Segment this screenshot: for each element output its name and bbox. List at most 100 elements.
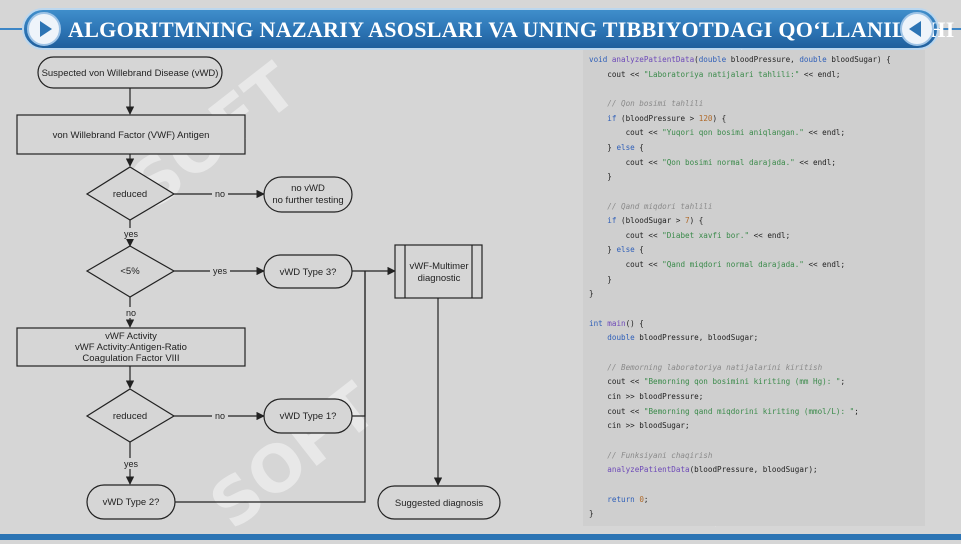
- code-token: [589, 216, 607, 225]
- code-token: [589, 333, 607, 342]
- code-token: cout <<: [589, 377, 644, 387]
- code-line: } else {: [589, 243, 644, 257]
- edge-label-yes: yes: [124, 229, 139, 239]
- code-token: "Bemorning qon bosimini kiriting (mm Hg)…: [643, 377, 841, 387]
- node-activity-ratio-label: vWF Activity:Antigen-Ratio: [75, 342, 187, 353]
- edge-type1-join: [352, 271, 366, 417]
- code-token: "Laboratoriya natijalari tahlili:": [643, 69, 800, 79]
- code-token: ) {: [712, 113, 727, 123]
- code-token: 120: [698, 113, 713, 123]
- code-token: cin >> bloodSugar;: [589, 421, 690, 431]
- node-no-vwd-sublabel: no further testing: [272, 195, 343, 206]
- node-multimer-label: vWF-Multimer: [409, 261, 468, 272]
- page-title: ALGORITMNING NAZARIY ASOSLARI VA UNING T…: [68, 17, 955, 42]
- node-type2-label: vWD Type 2?: [103, 497, 160, 508]
- code-line: analyzePatientData(bloodPressure, bloodS…: [589, 463, 817, 477]
- code-line: // Qon bosimi tahlili: [589, 97, 703, 111]
- code-line: if (bloodSugar > 7) {: [589, 214, 703, 228]
- play-right-icon: [40, 21, 52, 37]
- code-token: << endl;: [803, 260, 846, 270]
- code-line: cout << "Bemorning qon bosimini kiriting…: [589, 375, 845, 389]
- code-token: bloodPressure,: [726, 55, 800, 64]
- code-token: [589, 465, 607, 474]
- code-line: cout << "Bemorning qand miqdorini kiriti…: [589, 405, 859, 419]
- node-type1: [263, 398, 353, 434]
- node-suggested-diagnosis: [377, 485, 501, 520]
- code-token: }: [589, 289, 594, 299]
- code-token: }: [589, 274, 612, 284]
- code-token: << endl;: [794, 157, 836, 167]
- node-antigen-label: von Willebrand Factor (VWF) Antigen: [53, 130, 210, 141]
- code-token: double: [607, 333, 635, 343]
- code-panel: void analyzePatientData(double bloodPres…: [583, 50, 925, 526]
- edge-label-no: no: [215, 411, 225, 421]
- code-token: // Qon bosimi tahlili: [589, 98, 704, 108]
- code-line: cin >> bloodPressure;: [589, 390, 703, 404]
- code-line: int main() {: [589, 317, 644, 331]
- code-token: main: [607, 318, 626, 328]
- vwd-flowchart: no yes yes no no yes Suspected von Wille…: [16, 56, 501, 520]
- code-token: }: [589, 172, 612, 182]
- code-line: cout << "Diabet xavfi bor." << endl;: [589, 229, 791, 243]
- code-token: cout <<: [589, 128, 663, 138]
- code-line: // Qand miqdori tahlili: [589, 200, 712, 214]
- code-line: // Bemorning laboratoriya natijalarini k…: [589, 361, 822, 375]
- code-token: [589, 114, 607, 123]
- decision-reduced-1: [85, 166, 176, 221]
- code-token: // Qand miqdori tahlili: [589, 201, 713, 211]
- code-token: else: [616, 245, 635, 255]
- code-token: (bloodSugar >: [616, 216, 686, 226]
- code-token: int: [589, 318, 608, 328]
- code-line: return 0;: [589, 493, 648, 507]
- code-token: ;: [854, 406, 859, 416]
- code-token: if: [607, 216, 617, 226]
- code-token: "Yuqori qon bosimi aniqlangan.": [662, 128, 804, 138]
- code-token: (bloodPressure >: [616, 113, 699, 123]
- code-token: "Bemorning qand miqdorini kiriting (mmol…: [643, 406, 855, 416]
- code-line: cout << "Qand miqdori normal darajada." …: [589, 258, 845, 272]
- code-token: "Qand miqdori normal darajada.": [662, 260, 804, 270]
- decision-lt5: [85, 245, 176, 298]
- code-line: cout << "Qon bosimi normal darajada." <<…: [589, 156, 836, 170]
- code-token: void: [589, 55, 612, 64]
- flow-edges: [125, 88, 443, 503]
- code-line: }: [589, 287, 594, 301]
- code-token: [589, 495, 607, 504]
- node-no-vwd: [263, 176, 353, 213]
- decision-reduced-2: [85, 388, 176, 443]
- code-token: bloodSugar) {: [826, 55, 891, 64]
- code-line: cin >> bloodSugar;: [589, 419, 690, 433]
- code-token: double: [698, 55, 727, 64]
- code-line: cout << "Laboratoriya natijalari tahlili…: [589, 68, 840, 82]
- code-token: }: [589, 142, 617, 152]
- next-slide-button[interactable]: [900, 12, 934, 46]
- code-token: analyzePatientData: [607, 465, 690, 475]
- code-token: 7: [685, 216, 690, 226]
- code-line: }: [589, 273, 612, 287]
- decision-reduced-1-label: reduced: [113, 189, 147, 200]
- prev-slide-button[interactable]: [27, 12, 61, 46]
- code-line: cout << "Yuqori qon bosimi aniqlangan." …: [589, 126, 845, 140]
- code-token: cout <<: [589, 230, 663, 240]
- header-right-line: [937, 28, 961, 30]
- code-line: // Funksiyani chaqirish: [589, 449, 712, 463]
- code-token: analyzePatientData: [611, 55, 695, 64]
- code-token: return: [607, 494, 635, 504]
- code-line: }: [589, 507, 594, 521]
- code-token: cout <<: [589, 69, 644, 79]
- code-token: ) {: [689, 216, 704, 226]
- edge-label-no: no: [126, 308, 136, 318]
- code-token: double: [799, 55, 827, 64]
- code-token: {: [634, 142, 644, 152]
- node-start: [37, 56, 223, 89]
- node-suggested-label: Suggested diagnosis: [395, 498, 483, 509]
- node-factor-viii-label: Coagulation Factor VIII: [82, 353, 179, 364]
- node-activity-label: vWF Activity: [105, 331, 157, 342]
- node-activity-tests: [16, 327, 246, 367]
- code-token: "Diabet xavfi bor.": [662, 230, 750, 240]
- decision-reduced-2-label: reduced: [113, 411, 147, 422]
- node-multimer-sublabel: diagnostic: [418, 273, 461, 284]
- code-line: }: [589, 170, 612, 184]
- code-token: ;: [840, 377, 846, 387]
- code-token: << endl;: [749, 230, 791, 240]
